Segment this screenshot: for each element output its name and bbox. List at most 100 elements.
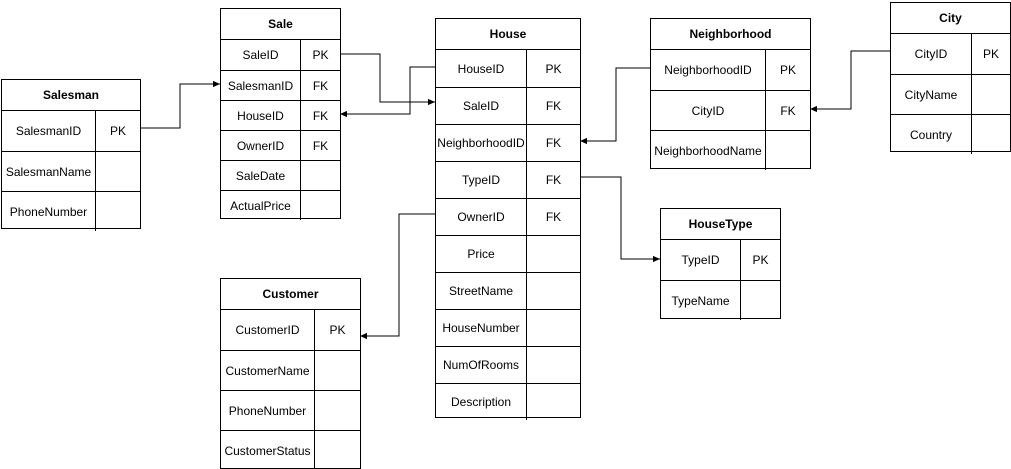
neighborhood-field-row[interactable]: NeighborhoodName	[651, 130, 810, 170]
salesman-field-name: SalesmanID	[2, 111, 96, 151]
housetype-field-key	[741, 281, 780, 320]
housetype-field-row[interactable]: TypeName	[661, 280, 780, 320]
customer-field-key	[315, 391, 360, 430]
city-field-key	[972, 75, 1010, 114]
house-field-row[interactable]: Description	[436, 383, 580, 420]
house-field-row[interactable]: StreetName	[436, 272, 580, 309]
salesman-field-key	[96, 192, 140, 231]
sale-field-key	[301, 161, 340, 190]
sale-field-name: SalesmanID	[221, 71, 301, 100]
customer-field-row[interactable]: CustomerID PK	[221, 310, 360, 350]
connector-house-housetype	[580, 176, 660, 263]
house-field-name: StreetName	[436, 273, 527, 309]
customer-field-row[interactable]: CustomerStatus	[221, 430, 360, 469]
sale-field-name: OwnerID	[221, 131, 301, 160]
sale-field-key: FK	[312, 78, 329, 93]
sale-field-row[interactable]: SaleDate	[221, 160, 340, 190]
salesman-field-key	[96, 152, 140, 191]
city-field-name: CityName	[891, 75, 972, 114]
house-field-row[interactable]: SaleID FK	[436, 87, 580, 124]
house-field-key	[527, 347, 580, 383]
salesman-field-row[interactable]: PhoneNumber	[2, 191, 140, 231]
neighborhood-field-row[interactable]: CityID FK	[651, 90, 810, 130]
customer-field-row[interactable]: CustomerName	[221, 350, 360, 390]
neighborhood-field-name: NeighborhoodID	[651, 50, 766, 90]
salesman-field-row[interactable]: SalesmanID PK	[2, 111, 140, 151]
sale-field-key	[301, 191, 340, 220]
house-field-name: SaleID	[436, 88, 527, 124]
city-field-key	[972, 115, 1010, 154]
connector-salesman-sale	[141, 80, 220, 129]
sale-field-row[interactable]: HouseID FK	[221, 100, 340, 130]
sale-field-key: FK	[312, 108, 329, 123]
sale-field-name: SaleID	[221, 40, 301, 70]
neighborhood-field-row[interactable]: NeighborhoodID PK	[651, 50, 810, 90]
sale-field-row[interactable]: ActualPrice	[221, 190, 340, 220]
house-field-row[interactable]: NumOfRooms	[436, 346, 580, 383]
sale-field-name: SaleDate	[221, 161, 301, 190]
house-field-name: TypeID	[436, 162, 527, 198]
customer-field-name: CustomerStatus	[221, 431, 315, 469]
city-field-key: PK	[982, 47, 999, 61]
neighborhood-title: Neighborhood	[651, 19, 810, 50]
house-field-key: FK	[545, 210, 562, 224]
house-field-row[interactable]: Price	[436, 235, 580, 272]
salesman-field-key: PK	[109, 124, 126, 138]
house-field-name: NeighborhoodID	[436, 125, 527, 161]
connector-city-neighborhood	[810, 50, 890, 113]
customer-field-name: CustomerID	[221, 310, 315, 350]
sale-title: Sale	[221, 9, 340, 40]
neighborhood-field-name: CityID	[651, 91, 766, 130]
house-field-key: FK	[545, 99, 562, 113]
house-field-row[interactable]: HouseNumber	[436, 309, 580, 346]
house-field-name: NumOfRooms	[436, 347, 527, 383]
housetype-field-key: PK	[752, 253, 769, 267]
connector-neighborhood-house	[580, 67, 650, 145]
connector-sale-house-saleid	[340, 53, 435, 106]
sale-field-name: HouseID	[221, 101, 301, 130]
city-field-row[interactable]: CityName	[891, 74, 1010, 114]
customer-title: Customer	[221, 279, 360, 310]
neighborhood-field-name: NeighborhoodName	[651, 131, 766, 170]
house-field-row[interactable]: OwnerID FK	[436, 198, 580, 235]
customer-field-row[interactable]: PhoneNumber	[221, 390, 360, 430]
house-field-name: HouseNumber	[436, 310, 527, 346]
house-field-key	[527, 310, 580, 346]
connector-house-customer	[360, 213, 435, 340]
house-field-key	[527, 384, 580, 420]
house-field-name: Description	[436, 384, 527, 420]
neighborhood-field-key	[766, 131, 810, 170]
house-field-name: Price	[436, 236, 527, 272]
house-field-key: FK	[545, 173, 562, 187]
sale-field-row[interactable]: SalesmanID FK	[221, 70, 340, 100]
house-field-name: OwnerID	[436, 199, 527, 235]
neighborhood-field-key: FK	[780, 103, 796, 118]
house-title: House	[436, 19, 580, 50]
city-field-row[interactable]: Country	[891, 114, 1010, 154]
house-field-row[interactable]: TypeID FK	[436, 161, 580, 198]
house-field-key	[527, 273, 580, 309]
housetype-field-name: TypeName	[661, 281, 741, 320]
house-field-name: HouseID	[436, 50, 527, 87]
customer-field-name: PhoneNumber	[221, 391, 315, 430]
housetype-title: HouseType	[661, 209, 780, 240]
neighborhood-field-key: PK	[779, 63, 796, 77]
house-field-key	[527, 236, 580, 272]
city-title: City	[891, 3, 1010, 34]
customer-field-key: PK	[329, 323, 346, 337]
salesman-field-row[interactable]: SalesmanName	[2, 151, 140, 191]
